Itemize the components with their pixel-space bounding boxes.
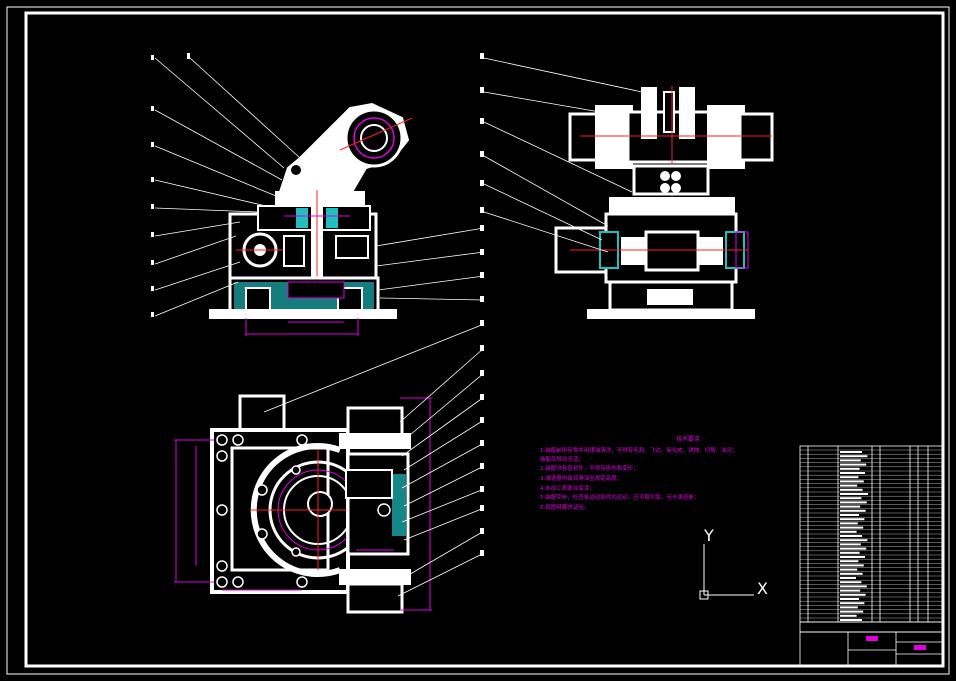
parts-list-cell-mark xyxy=(840,598,859,600)
technical-notes: 技术要求 1.装配前所有零件用煤油清洗，不得有毛刺、飞边、氧化皮、锈蚀、切屑、油… xyxy=(540,435,738,511)
front-view-balloons xyxy=(151,53,190,317)
parts-list-table xyxy=(799,445,943,667)
parts-list-cell-mark xyxy=(840,484,858,487)
parts-list-cell-mark xyxy=(840,518,865,521)
parts-list-cell-mark xyxy=(840,526,864,529)
front-view-leaders xyxy=(154,57,485,317)
notes-title: 技术要求 xyxy=(676,435,700,443)
parts-list-cell-mark xyxy=(840,564,864,567)
parts-list-cell-mark xyxy=(840,535,862,537)
note-line: 5.装配完毕，检查各运动部件的运动，应平稳可靠，无卡滞现象； xyxy=(540,493,699,501)
top-view-leaders xyxy=(263,323,485,597)
ucs-y-label: Y xyxy=(703,526,714,545)
parts-list-cell-mark xyxy=(840,488,863,491)
parts-list-cell-mark xyxy=(840,547,867,550)
parts-list-cell-mark xyxy=(840,455,868,458)
parts-list-cell-mark xyxy=(840,572,863,575)
parts-list-cell-mark xyxy=(840,497,862,500)
parts-list-cell-mark xyxy=(840,589,861,592)
parts-list-cell-mark xyxy=(840,522,858,525)
parts-list-cell-mark xyxy=(840,459,861,462)
note-line: 1.装配前所有零件用煤油清洗，不得有毛刺、飞边、氧化皮、锈蚀、切屑、油污； xyxy=(540,446,738,454)
parts-list-cell-mark xyxy=(840,585,867,588)
parts-list-cell-mark xyxy=(840,472,865,474)
ucs-x-label: X xyxy=(757,579,768,598)
parts-list-cell-mark xyxy=(840,619,862,621)
parts-list-cell-mark xyxy=(840,530,857,533)
note-line: 6.按图纸要求试验。 xyxy=(540,503,589,511)
side-view-leaders xyxy=(483,57,643,253)
parts-list-cell-mark xyxy=(840,560,859,563)
parts-list-cell-mark xyxy=(840,476,859,479)
drawing-frame xyxy=(6,6,950,675)
parts-list-cell-mark xyxy=(840,593,866,596)
parts-list-cell-mark xyxy=(840,493,868,495)
parts-list-cell-mark xyxy=(840,551,860,554)
parts-list-cell-mark xyxy=(840,568,858,571)
side-view-balloons xyxy=(480,53,484,556)
top-view xyxy=(174,394,432,614)
parts-list-cell-mark xyxy=(840,501,867,504)
parts-list-cell-mark xyxy=(840,610,864,613)
parts-list-cell-mark xyxy=(840,509,866,512)
parts-list-cell-mark xyxy=(840,577,856,579)
parts-list-cell-mark xyxy=(840,463,867,466)
note-line: 装配后转动灵活； xyxy=(540,455,584,463)
parts-list-cell-mark xyxy=(840,606,858,609)
ucs-coordinate-icon: Y X xyxy=(699,526,768,600)
side-view xyxy=(554,86,774,319)
parts-list-cell-mark xyxy=(840,505,861,508)
parts-list-cell-mark xyxy=(840,480,864,483)
parts-list-cell-mark xyxy=(840,556,865,558)
note-line: 3.减速器内装润滑油至规定高度； xyxy=(540,474,622,482)
parts-list-cell-mark xyxy=(840,581,862,584)
parts-list-cell-mark xyxy=(840,543,861,546)
front-view xyxy=(209,102,413,336)
parts-list-cell-mark xyxy=(840,467,860,470)
parts-list-cell-mark xyxy=(840,539,868,542)
parts-list-cell-mark xyxy=(840,514,859,516)
parts-list-cell-mark xyxy=(840,451,862,453)
parts-list-cell-mark xyxy=(840,602,865,605)
note-line: 2.装配时各密封件，不得有损伤和变形； xyxy=(540,464,639,472)
parts-list-cell-mark xyxy=(840,614,857,617)
note-line: 4.未加工表面涂底漆； xyxy=(540,484,595,492)
